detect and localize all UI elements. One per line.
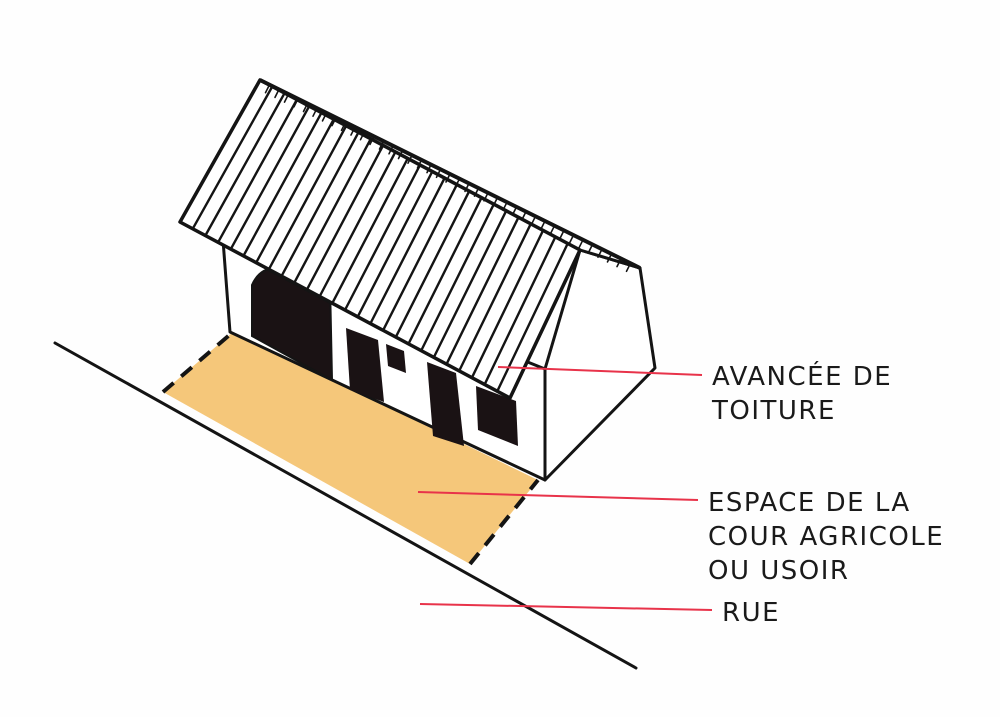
roof-stripe — [381, 183, 459, 332]
roof-stripe — [255, 117, 335, 264]
gable-wall — [543, 248, 657, 482]
roof-stripe — [293, 137, 372, 285]
leader-street — [419, 603, 713, 611]
roof-stripe — [242, 111, 323, 258]
ridge-hatch — [255, 79, 261, 89]
yard-area — [163, 332, 538, 564]
roof-stripe — [432, 209, 508, 359]
roof-stripe — [407, 196, 483, 345]
yard-boundary-right — [468, 478, 540, 566]
roof-stripe — [318, 150, 397, 298]
label-roof-overhang: AVANCÉE DE TOITURE — [712, 360, 892, 428]
right-window — [476, 386, 518, 446]
roof-stripe — [216, 98, 299, 244]
roof-stripe — [356, 170, 434, 318]
roof-stripe — [458, 222, 532, 373]
small-window — [386, 344, 406, 373]
entry-door — [346, 328, 384, 402]
label-street-line-1: RUE — [722, 598, 781, 628]
label-yard-line-2: COUR AGRICOLE — [708, 522, 945, 552]
roof-stripe — [343, 163, 422, 312]
roof — [178, 78, 642, 400]
label-yard: ESPACE DE LA COUR AGRICOLE OU USOIR — [708, 486, 944, 588]
label-roof-line-1: AVANCÉE DE — [712, 362, 893, 392]
roof-stripe — [331, 157, 409, 305]
street-edge-line — [53, 341, 638, 670]
roof-stripe — [394, 189, 471, 339]
second-door — [427, 362, 464, 446]
roof-stripe — [267, 124, 348, 271]
roof-stripe — [305, 144, 385, 291]
roof-stripe — [204, 91, 286, 237]
roof-stripe — [191, 85, 274, 231]
roof-stripe — [445, 216, 520, 366]
leader-yard — [417, 491, 699, 501]
roof-stripe — [369, 176, 446, 325]
label-yard-line-1: ESPACE DE LA — [708, 488, 911, 518]
yard-boundary-left — [161, 330, 235, 394]
roof-stripe — [483, 235, 557, 386]
label-street: RUE — [722, 596, 780, 630]
roof-stripe — [229, 104, 311, 251]
roof-stripe — [280, 131, 360, 278]
label-roof-line-2: TOITURE — [712, 396, 836, 426]
label-yard-line-3: OU USOIR — [708, 556, 850, 586]
roof-stripe — [420, 202, 495, 352]
leader-roof — [497, 366, 703, 376]
roof-stripe — [470, 229, 545, 379]
